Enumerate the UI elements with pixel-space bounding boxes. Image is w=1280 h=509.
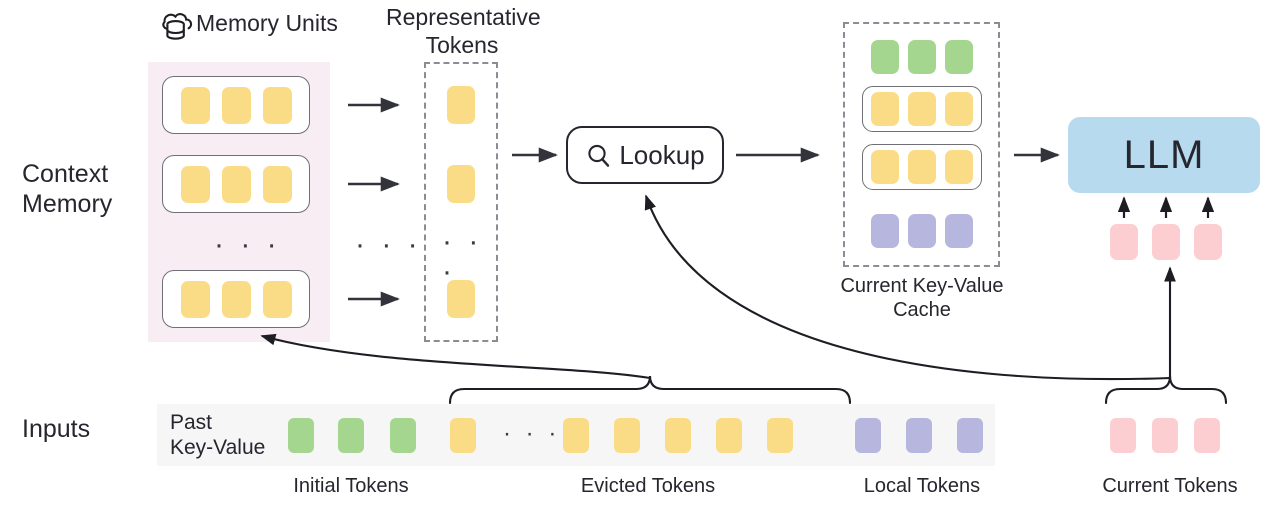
header-memory-units: Memory Units	[196, 10, 338, 36]
memory-unit[interactable]	[162, 76, 310, 134]
input-token-current	[1152, 418, 1178, 453]
kv-token	[944, 40, 973, 74]
lookup-box[interactable]: Lookup	[566, 126, 724, 184]
llm-input-token	[1194, 224, 1222, 260]
header-representative-tokens: Representative Tokens	[386, 4, 541, 58]
input-token-initial	[288, 418, 314, 453]
input-token-initial	[390, 418, 416, 453]
kv-cache-row-retrieved-2	[845, 144, 998, 190]
row-label-inputs: Inputs	[22, 415, 91, 443]
lookup-label: Lookup	[619, 139, 705, 170]
context-memory-panel: · · ·	[148, 62, 330, 342]
kv-token	[944, 150, 973, 184]
input-token-local	[957, 418, 983, 453]
memory-token	[180, 280, 210, 318]
arrow-tokens-to-llm	[1117, 196, 1215, 218]
row-label-context-memory: Context Memory	[22, 160, 113, 218]
llm-label: LLM	[1123, 132, 1205, 177]
memory-token	[180, 86, 210, 124]
mid-ellipsis: · · ·	[355, 228, 422, 261]
representative-token	[447, 280, 475, 318]
brace-current-tokens	[1104, 375, 1228, 405]
arrow-memory-to-representative	[348, 97, 400, 307]
llm-box[interactable]: LLM	[1068, 117, 1260, 193]
kv-token	[944, 92, 973, 126]
past-key-value-label: Past Key-Value	[170, 411, 266, 459]
input-token-evicted	[450, 418, 476, 453]
memory-token	[221, 280, 251, 318]
memory-unit[interactable]	[162, 155, 310, 213]
kv-cache-row-local	[845, 208, 998, 254]
representative-tokens-ellipsis: · · ·	[442, 225, 483, 288]
kv-token	[870, 40, 899, 74]
memory-token	[221, 86, 251, 124]
input-token-evicted	[767, 418, 793, 453]
current-kv-cache-box	[843, 22, 1000, 267]
input-token-evicted	[563, 418, 589, 453]
kv-token	[870, 150, 899, 184]
magnifier-icon	[585, 142, 612, 169]
representative-token	[447, 165, 475, 203]
arrow-evicted-to-context-memory	[260, 333, 651, 380]
kv-token	[907, 92, 936, 126]
caption-current-kv-cache: Current Key-Value Cache	[840, 275, 1004, 322]
kv-cache-row-retrieved-1	[845, 86, 998, 132]
memory-unit[interactable]	[162, 270, 310, 328]
kv-token	[907, 214, 936, 248]
kv-token	[944, 214, 973, 248]
kv-token	[907, 150, 936, 184]
memory-token	[262, 86, 292, 124]
memory-token	[262, 165, 292, 203]
memory-token	[180, 165, 210, 203]
kv-token	[907, 40, 936, 74]
input-token-evicted	[614, 418, 640, 453]
caption-local-tokens: Local Tokens	[863, 475, 981, 497]
cloud-database-icon	[160, 6, 200, 46]
kv-cache-row-initial	[845, 34, 998, 80]
memory-token	[262, 280, 292, 318]
input-token-evicted	[665, 418, 691, 453]
memory-units-ellipsis: · · ·	[214, 228, 281, 261]
kv-token	[870, 92, 899, 126]
caption-evicted-tokens: Evicted Tokens	[580, 475, 716, 497]
representative-token	[447, 86, 475, 124]
input-token-evicted	[716, 418, 742, 453]
input-token-local	[855, 418, 881, 453]
input-token-current	[1110, 418, 1136, 453]
input-token-initial	[338, 418, 364, 453]
memory-token	[221, 165, 251, 203]
brace-evicted-tokens	[448, 375, 852, 405]
input-token-current	[1194, 418, 1220, 453]
kv-token	[870, 214, 899, 248]
representative-tokens-box: · · ·	[424, 62, 498, 342]
llm-input-token	[1152, 224, 1180, 260]
caption-initial-tokens: Initial Tokens	[293, 475, 409, 497]
llm-input-token	[1110, 224, 1138, 260]
caption-current-tokens: Current Tokens	[1102, 475, 1238, 497]
inputs-ellipsis: · · ·	[503, 420, 561, 447]
input-token-local	[906, 418, 932, 453]
